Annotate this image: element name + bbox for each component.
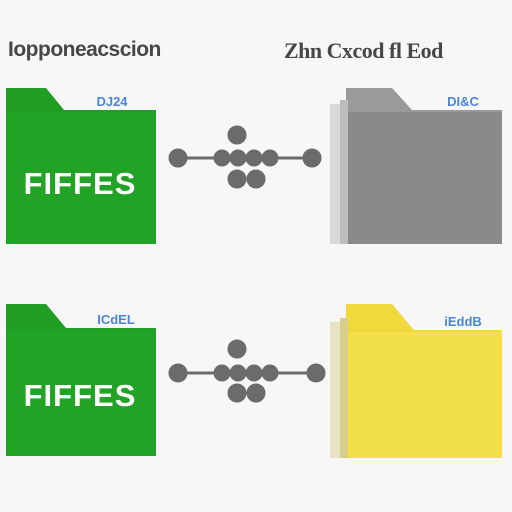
target-folder-tab-text-1: DI&C [447,94,479,109]
connector-dot [246,383,266,403]
folder-body-1 [6,112,156,244]
folder-paper-edge-yellow [340,318,348,458]
source-folder-2: FIFFES ICdEL [6,304,156,456]
source-folder-label-2: FIFFES [24,378,137,413]
connector-dot [213,149,231,167]
connector-dot [227,383,247,403]
folder-body-2 [6,330,156,456]
connector-end-dot [306,363,326,383]
connector-dot [227,339,247,359]
dot-cluster-connector-1 [168,125,322,189]
connector-dot [245,364,263,382]
connector-dot [245,149,263,167]
connector-dot [227,169,247,189]
source-folder-tab-text-2: ICdEL [97,312,135,327]
source-folder-1: FIFFES DJ24 [6,88,156,244]
left-heading: Iopponeacscion [8,38,161,61]
connector-dot [229,364,247,382]
right-heading: Zhn Cxcod fl Eod [284,38,443,63]
source-folder-tab-text-1: DJ24 [96,94,128,109]
connector-dot [227,125,247,145]
connector-dot [246,169,266,189]
connector-dot [213,364,231,382]
target-folder-1: DI&C [330,88,502,244]
target-folder-tab-text-2: iEddB [444,314,482,329]
connector-end-dot [302,148,322,168]
target-folder-2: iEddB [330,304,502,458]
source-folder-label-1: FIFFES [24,166,137,201]
folder-body-yellow [346,332,502,458]
connector-end-dot [168,363,188,383]
connector-dot [261,149,279,167]
folder-body-gray [346,112,502,244]
connector-dot [261,364,279,382]
connector-dot [229,149,247,167]
folder-paper-edge-gray [340,100,348,244]
dot-cluster-connector-2 [168,339,326,403]
connector-end-dot [168,148,188,168]
